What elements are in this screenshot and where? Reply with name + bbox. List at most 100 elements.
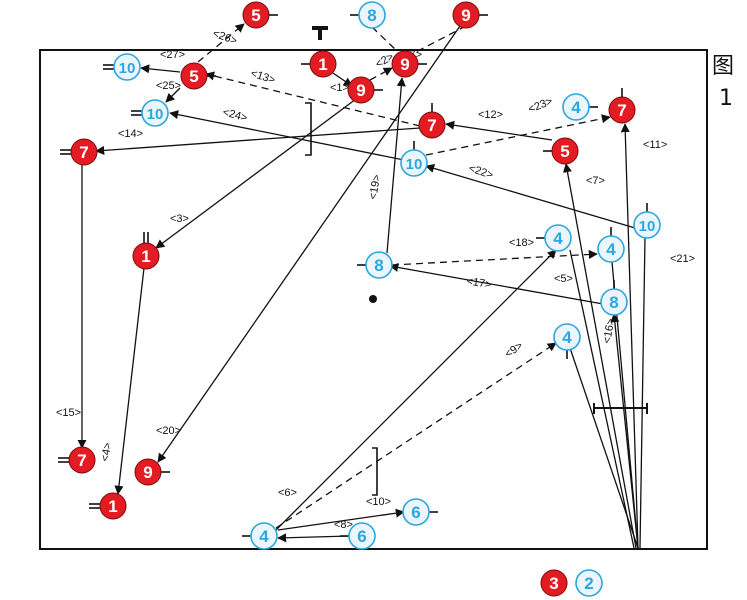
movement-label: <24> (221, 106, 248, 124)
movement-line (197, 23, 245, 63)
movement-label: <6> (278, 487, 297, 499)
blue-player-10: 10 (131, 99, 169, 127)
red-player-9: 9 (452, 1, 488, 29)
blue-player-8: 8 (350, 1, 386, 29)
red-player-5: 5 (242, 1, 278, 29)
t-mark (312, 26, 328, 40)
blue-player-4: 4 (597, 227, 625, 263)
movement-line (569, 347, 639, 549)
player-number: 6 (411, 503, 420, 522)
blue-player-6: 6 (340, 522, 376, 550)
red-player-7: 7 (418, 103, 446, 139)
red-player-1: 1 (132, 232, 160, 270)
player-number: 6 (357, 527, 366, 546)
blue-player-10: 10 (400, 141, 428, 177)
player-number: 9 (461, 6, 470, 25)
blue-player-8: 8 (600, 280, 628, 316)
bracket-mark (305, 102, 312, 156)
movement-line (155, 98, 357, 249)
movement-line (445, 120, 553, 141)
player-number: 4 (553, 229, 563, 248)
ball (369, 295, 377, 303)
movement-line (95, 127, 421, 155)
field-boundary (39, 49, 708, 550)
red-player-9: 9 (391, 50, 427, 78)
movement-label: <12> (478, 109, 503, 121)
movement-label: <23> (527, 95, 555, 116)
movement-line (369, 67, 393, 81)
movement-label: <26> (211, 28, 239, 48)
movement-label: <1> (330, 82, 349, 94)
movement-label: <4> (99, 442, 114, 463)
player-number: 1 (108, 497, 117, 516)
movement-label: <7> (586, 175, 605, 187)
player-number: 7 (79, 143, 88, 162)
blue-player-10: 10 (633, 203, 661, 239)
red-player-7: 7 (60, 138, 98, 166)
red-player-5: 5 (543, 137, 579, 165)
movement-label: <11> (643, 139, 667, 151)
movement-line (140, 64, 181, 74)
movement-label: <9> (503, 340, 525, 361)
movement-line (371, 26, 399, 53)
player-number: 7 (617, 101, 626, 120)
red-player-9: 9 (134, 458, 170, 486)
movement-label: <19> (367, 174, 383, 201)
blue-player-4: 4 (536, 224, 572, 252)
movement-label: <16> (601, 318, 617, 345)
movement-line (620, 123, 639, 549)
player-number: 9 (400, 55, 409, 74)
movement-line (114, 267, 145, 495)
blue-player-4: 4 (242, 522, 278, 550)
movement-label: <18> (509, 237, 534, 249)
movement-label: <3> (170, 213, 189, 225)
movement-line (425, 114, 611, 156)
movement-line (205, 71, 421, 127)
figure-number: 1 (719, 86, 733, 111)
movement-line (425, 163, 636, 229)
player-number: 4 (259, 527, 269, 546)
player-number: 9 (143, 463, 152, 482)
blue-player-2: 2 (575, 569, 603, 597)
player-number: 8 (367, 6, 376, 25)
movement-label: <8> (334, 519, 353, 531)
movement-line (275, 249, 557, 531)
blue-player-4: 4 (562, 93, 598, 121)
movement-label: <13> (249, 67, 277, 86)
red-player-7: 7 (58, 446, 96, 474)
player-number: 3 (549, 574, 558, 593)
movement-line (275, 342, 557, 529)
movement-label: <14> (118, 128, 143, 140)
movement-line (411, 25, 467, 55)
blue-player-4: 4 (553, 323, 581, 359)
movement-lines (77, 23, 646, 549)
player-number: 8 (374, 256, 383, 275)
player-number: 1 (141, 247, 150, 266)
bracket-mark (372, 447, 378, 496)
player-number: 4 (562, 328, 572, 347)
player-number: 10 (147, 106, 164, 123)
movement-label: <15> (56, 407, 81, 419)
movement-line (562, 163, 637, 549)
red-player-3: 3 (540, 569, 568, 597)
movement-label: <21> (670, 253, 695, 265)
movement-line (391, 249, 598, 266)
movement-label: <22> (467, 162, 495, 181)
movement-line (157, 25, 461, 463)
movement-line (277, 533, 351, 543)
player-number: 10 (119, 60, 136, 77)
blue-player-8: 8 (357, 251, 393, 279)
player-number: 10 (406, 156, 423, 173)
field-marks (305, 26, 648, 496)
movement-line (165, 87, 181, 103)
player-number: 4 (606, 240, 616, 259)
movement-label: <27> (160, 49, 185, 61)
movement-line (639, 236, 646, 549)
blue-player-6: 6 (402, 498, 438, 526)
movement-label: <25> (156, 80, 181, 92)
movement-line (169, 110, 405, 161)
red-player-1: 1 (89, 492, 127, 520)
red-player-9: 9 (347, 76, 383, 104)
red-player-5: 5 (180, 62, 216, 90)
